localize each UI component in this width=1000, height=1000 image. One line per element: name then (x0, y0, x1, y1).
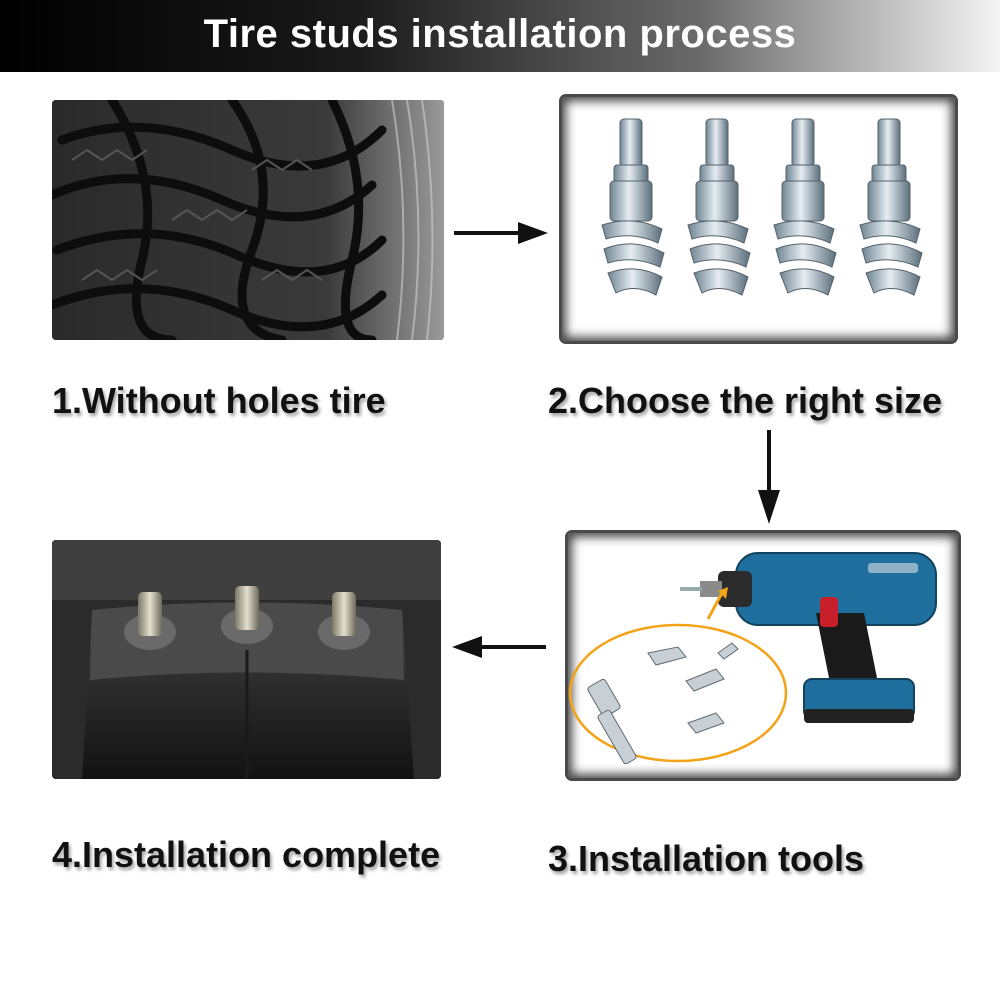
step-4-label: 4.Installation complete (52, 834, 441, 875)
page-title: Tire studs installation process (203, 12, 797, 56)
down-arrow-icon (758, 430, 780, 524)
tire-studs-photo (562, 97, 955, 341)
step-1-label: 1.Without holes tire (52, 380, 386, 421)
title-banner (0, 0, 1000, 72)
installation-tools-photo (568, 533, 958, 778)
right-arrow-icon (454, 222, 548, 244)
step-3-label: 3.Installation tools (548, 838, 865, 879)
installed-studs-photo (52, 540, 441, 779)
tire-tread-photo (52, 100, 444, 340)
left-arrow-icon (452, 636, 546, 658)
step-2-label: 2.Choose the right size (548, 380, 943, 421)
